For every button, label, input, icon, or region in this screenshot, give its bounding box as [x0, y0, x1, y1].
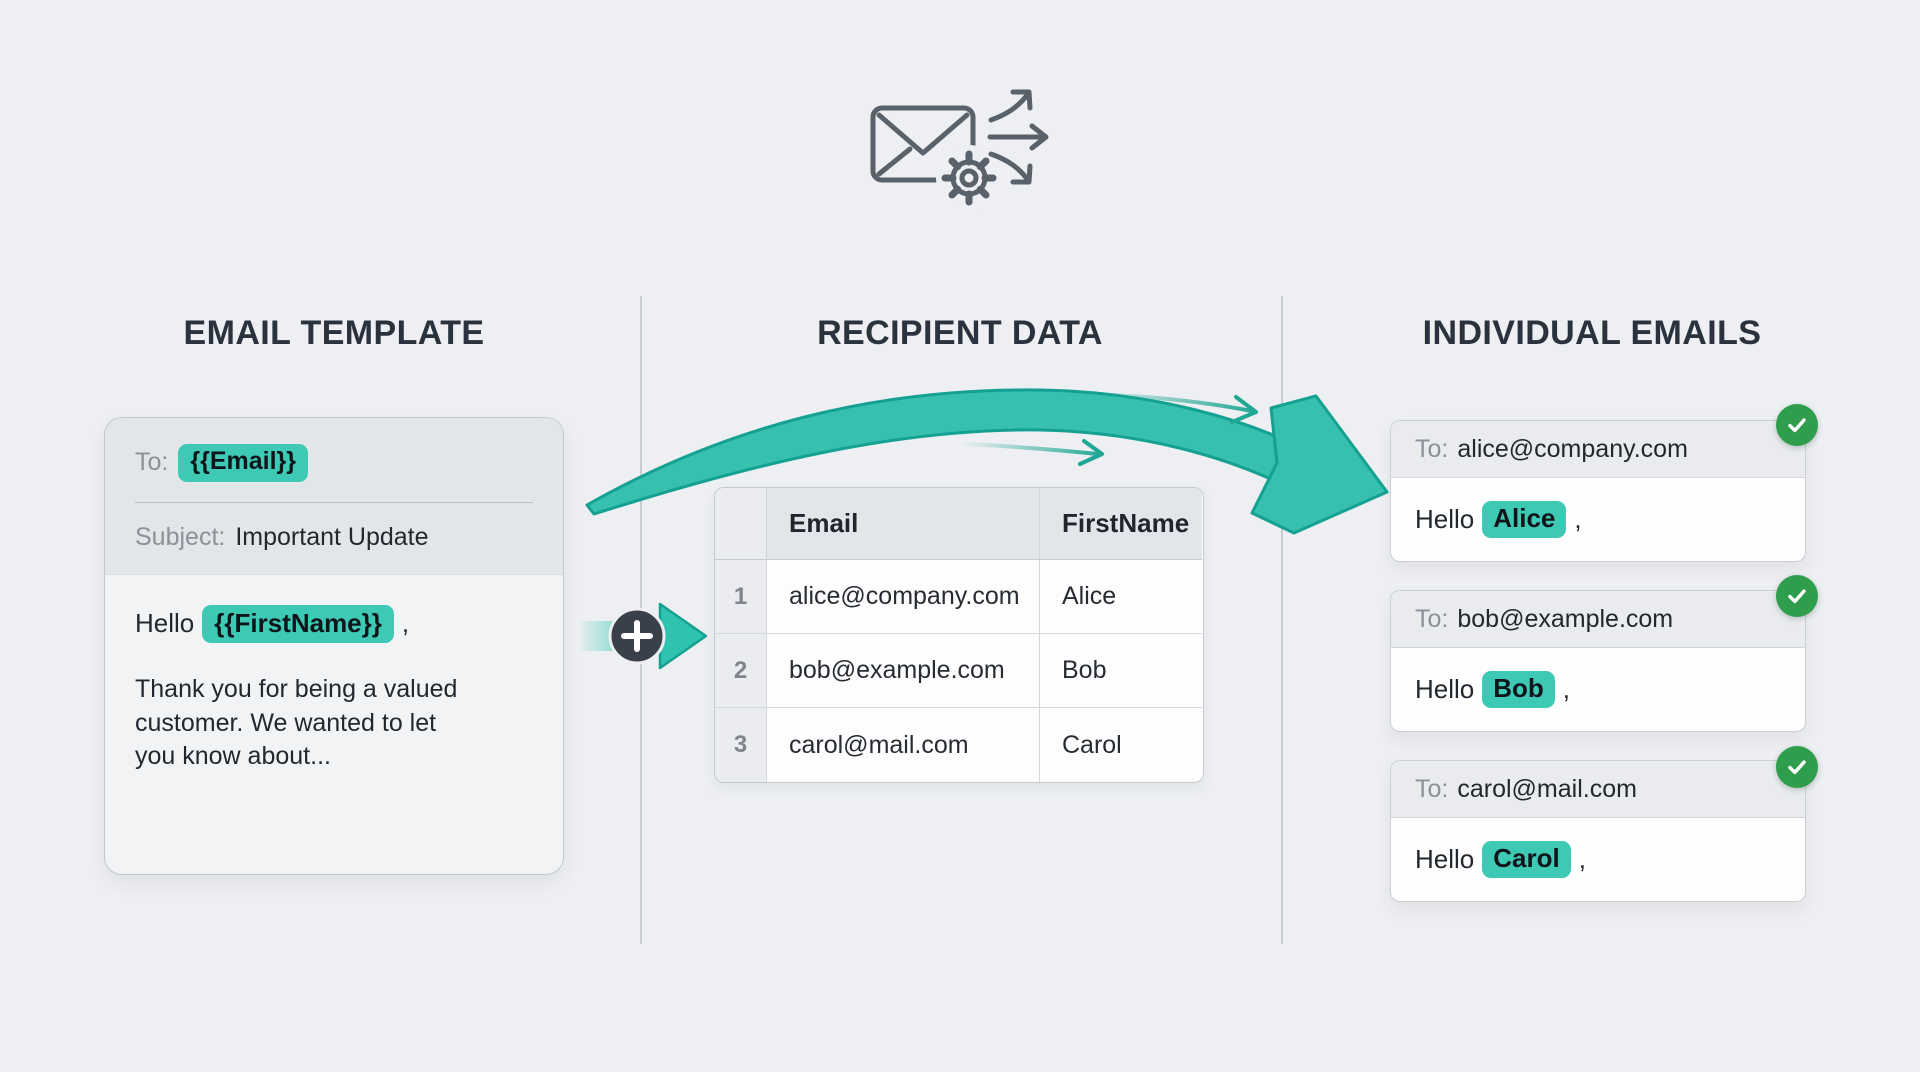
heading-email-template: EMAIL TEMPLATE — [183, 314, 485, 352]
accent-arrow-lower — [963, 439, 1104, 466]
template-card-header: To: {{Email}} Subject: Important Update — [105, 418, 563, 575]
greeting-suffix: , — [401, 608, 410, 639]
output-email-card: To: carol@mail.com Hello Carol , — [1390, 760, 1806, 902]
table-cell-email: bob@example.com — [767, 634, 1040, 708]
section-divider-left — [640, 296, 642, 944]
output-email-card: To: bob@example.com Hello Bob , — [1390, 590, 1806, 732]
to-label: To: — [1415, 434, 1449, 463]
email-token-chip: {{Email}} — [178, 444, 308, 482]
greeting-prefix: Hello — [135, 608, 195, 639]
merge-connector — [580, 602, 708, 670]
accent-arrow-upper — [1088, 392, 1258, 424]
output-email-header: To: carol@mail.com — [1391, 761, 1805, 818]
fan-out-arrows-icon — [987, 89, 1049, 185]
greeting-prefix: Hello — [1415, 674, 1475, 704]
template-subject-line: Subject: Important Update — [135, 523, 533, 552]
to-label: To: — [1415, 774, 1449, 803]
table-row-number: 3 — [715, 708, 767, 782]
template-to-line: To: {{Email}} — [135, 444, 533, 482]
greeting-suffix: , — [1574, 504, 1582, 534]
plus-icon — [608, 607, 666, 665]
output-email-body: Hello Alice , — [1391, 478, 1805, 561]
to-address: alice@company.com — [1457, 434, 1688, 463]
table-cell-email: alice@company.com — [767, 560, 1040, 634]
heading-recipient-data: RECIPIENT DATA — [817, 314, 1103, 352]
to-label: To: — [135, 448, 169, 477]
table-cell-email: carol@mail.com — [767, 708, 1040, 782]
greeting-prefix: Hello — [1415, 844, 1475, 874]
merged-name-chip: Bob — [1482, 671, 1555, 708]
merged-name-chip: Carol — [1482, 841, 1571, 878]
template-header-divider — [135, 501, 533, 503]
gear-icon — [941, 150, 997, 206]
output-email-card: To: alice@company.com Hello Alice , — [1390, 420, 1806, 562]
table-row-number: 2 — [715, 634, 767, 708]
output-email-header: To: bob@example.com — [1391, 591, 1805, 648]
merged-name-chip: Alice — [1482, 501, 1567, 538]
heading-individual-emails: INDIVIDUAL EMAILS — [1422, 314, 1762, 352]
success-badge — [1776, 404, 1818, 446]
template-body-text: Thank you for being a valued customer. W… — [135, 675, 458, 771]
check-icon — [1788, 418, 1806, 433]
table-cell-firstname: Bob — [1040, 634, 1202, 708]
template-card-body: Hello {{FirstName}} , Thank you for bein… — [105, 575, 563, 774]
output-email-body: Hello Carol , — [1391, 818, 1805, 901]
table-row-number: 1 — [715, 560, 767, 634]
check-icon — [1788, 589, 1806, 604]
connector-tail — [580, 621, 642, 651]
section-divider-right — [1281, 296, 1283, 944]
greeting-prefix: Hello — [1415, 504, 1475, 534]
greeting-suffix: , — [1578, 844, 1586, 874]
to-label: To: — [1415, 604, 1449, 633]
to-address: carol@mail.com — [1457, 774, 1637, 803]
output-email-header: To: alice@company.com — [1391, 421, 1805, 478]
subject-value: Important Update — [235, 522, 429, 551]
email-template-card: To: {{Email}} Subject: Important Update … — [104, 417, 564, 875]
table-header-email: Email — [767, 488, 1040, 560]
table-cell-firstname: Alice — [1040, 560, 1202, 634]
table-cell-firstname: Carol — [1040, 708, 1202, 782]
output-email-body: Hello Bob , — [1391, 648, 1805, 731]
success-badge — [1776, 746, 1818, 788]
envelope-icon — [870, 105, 976, 183]
to-address: bob@example.com — [1457, 604, 1674, 633]
table-corner-cell — [715, 488, 767, 560]
connector-arrowhead — [658, 602, 708, 670]
greeting-suffix: , — [1562, 674, 1571, 704]
subject-label: Subject: — [135, 522, 226, 551]
check-icon — [1788, 760, 1806, 775]
table-header-firstname: FirstName — [1040, 488, 1202, 560]
success-badge — [1776, 575, 1818, 617]
firstname-token-chip: {{FirstName}} — [202, 604, 394, 644]
recipient-table: Email FirstName 1 alice@company.com Alic… — [714, 487, 1204, 783]
template-greeting-line: Hello {{FirstName}} , — [135, 604, 533, 644]
